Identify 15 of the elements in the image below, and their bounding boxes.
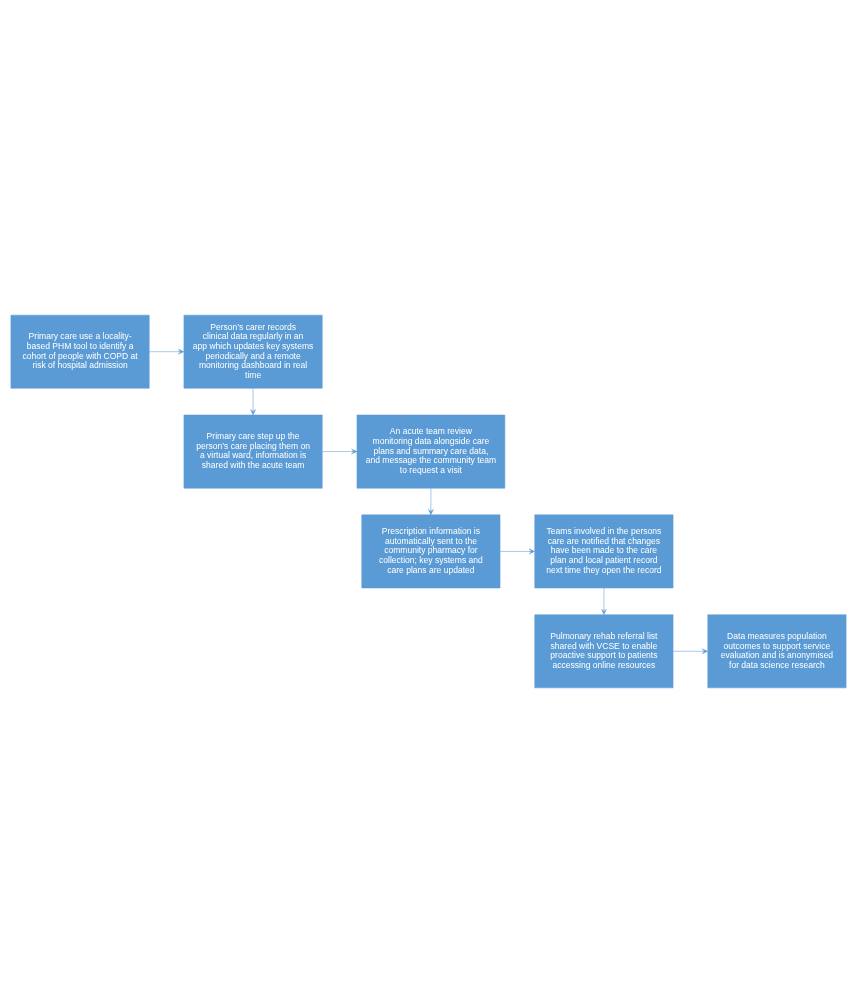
- node-box: Primary care use a locality-based PHM tool to identify a cohort of people with COPD at risk of hospital admission: [10, 314, 150, 389]
- node-box: Pulmonary rehab referral list shared with VCSE to enable proactive support to patients accessing online resources: [534, 613, 674, 688]
- node-box: Teams involved in the persons care are notified that changes have been made to the care plan and local patient record next time they open the record: [534, 514, 674, 588]
- node-box: Data measures population outcomes to support service evaluation and is anonymised for data science research: [707, 613, 847, 688]
- arrow: [322, 448, 358, 454]
- arrow: [672, 648, 708, 654]
- arrow: [499, 548, 535, 554]
- node-box: Prescription information is automatically sent to the community pharmacy for collection; key systems and care plans are updated: [361, 514, 501, 588]
- node-box: Person’s carer records clinical data regularly in an app which updates key systems periodically and a remote monitoring dashboard in real time: [183, 314, 323, 389]
- node-box: An acute team review monitoring data alongside care plans and summary care data, and message the community team to request a visit: [356, 414, 506, 488]
- arrow: [601, 587, 607, 615]
- arrow: [250, 387, 256, 415]
- arrow: [149, 348, 185, 354]
- arrow: [428, 487, 434, 515]
- node-box: Primary care step up the person’s care placing them on a virtual ward, information is shared with the acute team: [183, 414, 323, 488]
